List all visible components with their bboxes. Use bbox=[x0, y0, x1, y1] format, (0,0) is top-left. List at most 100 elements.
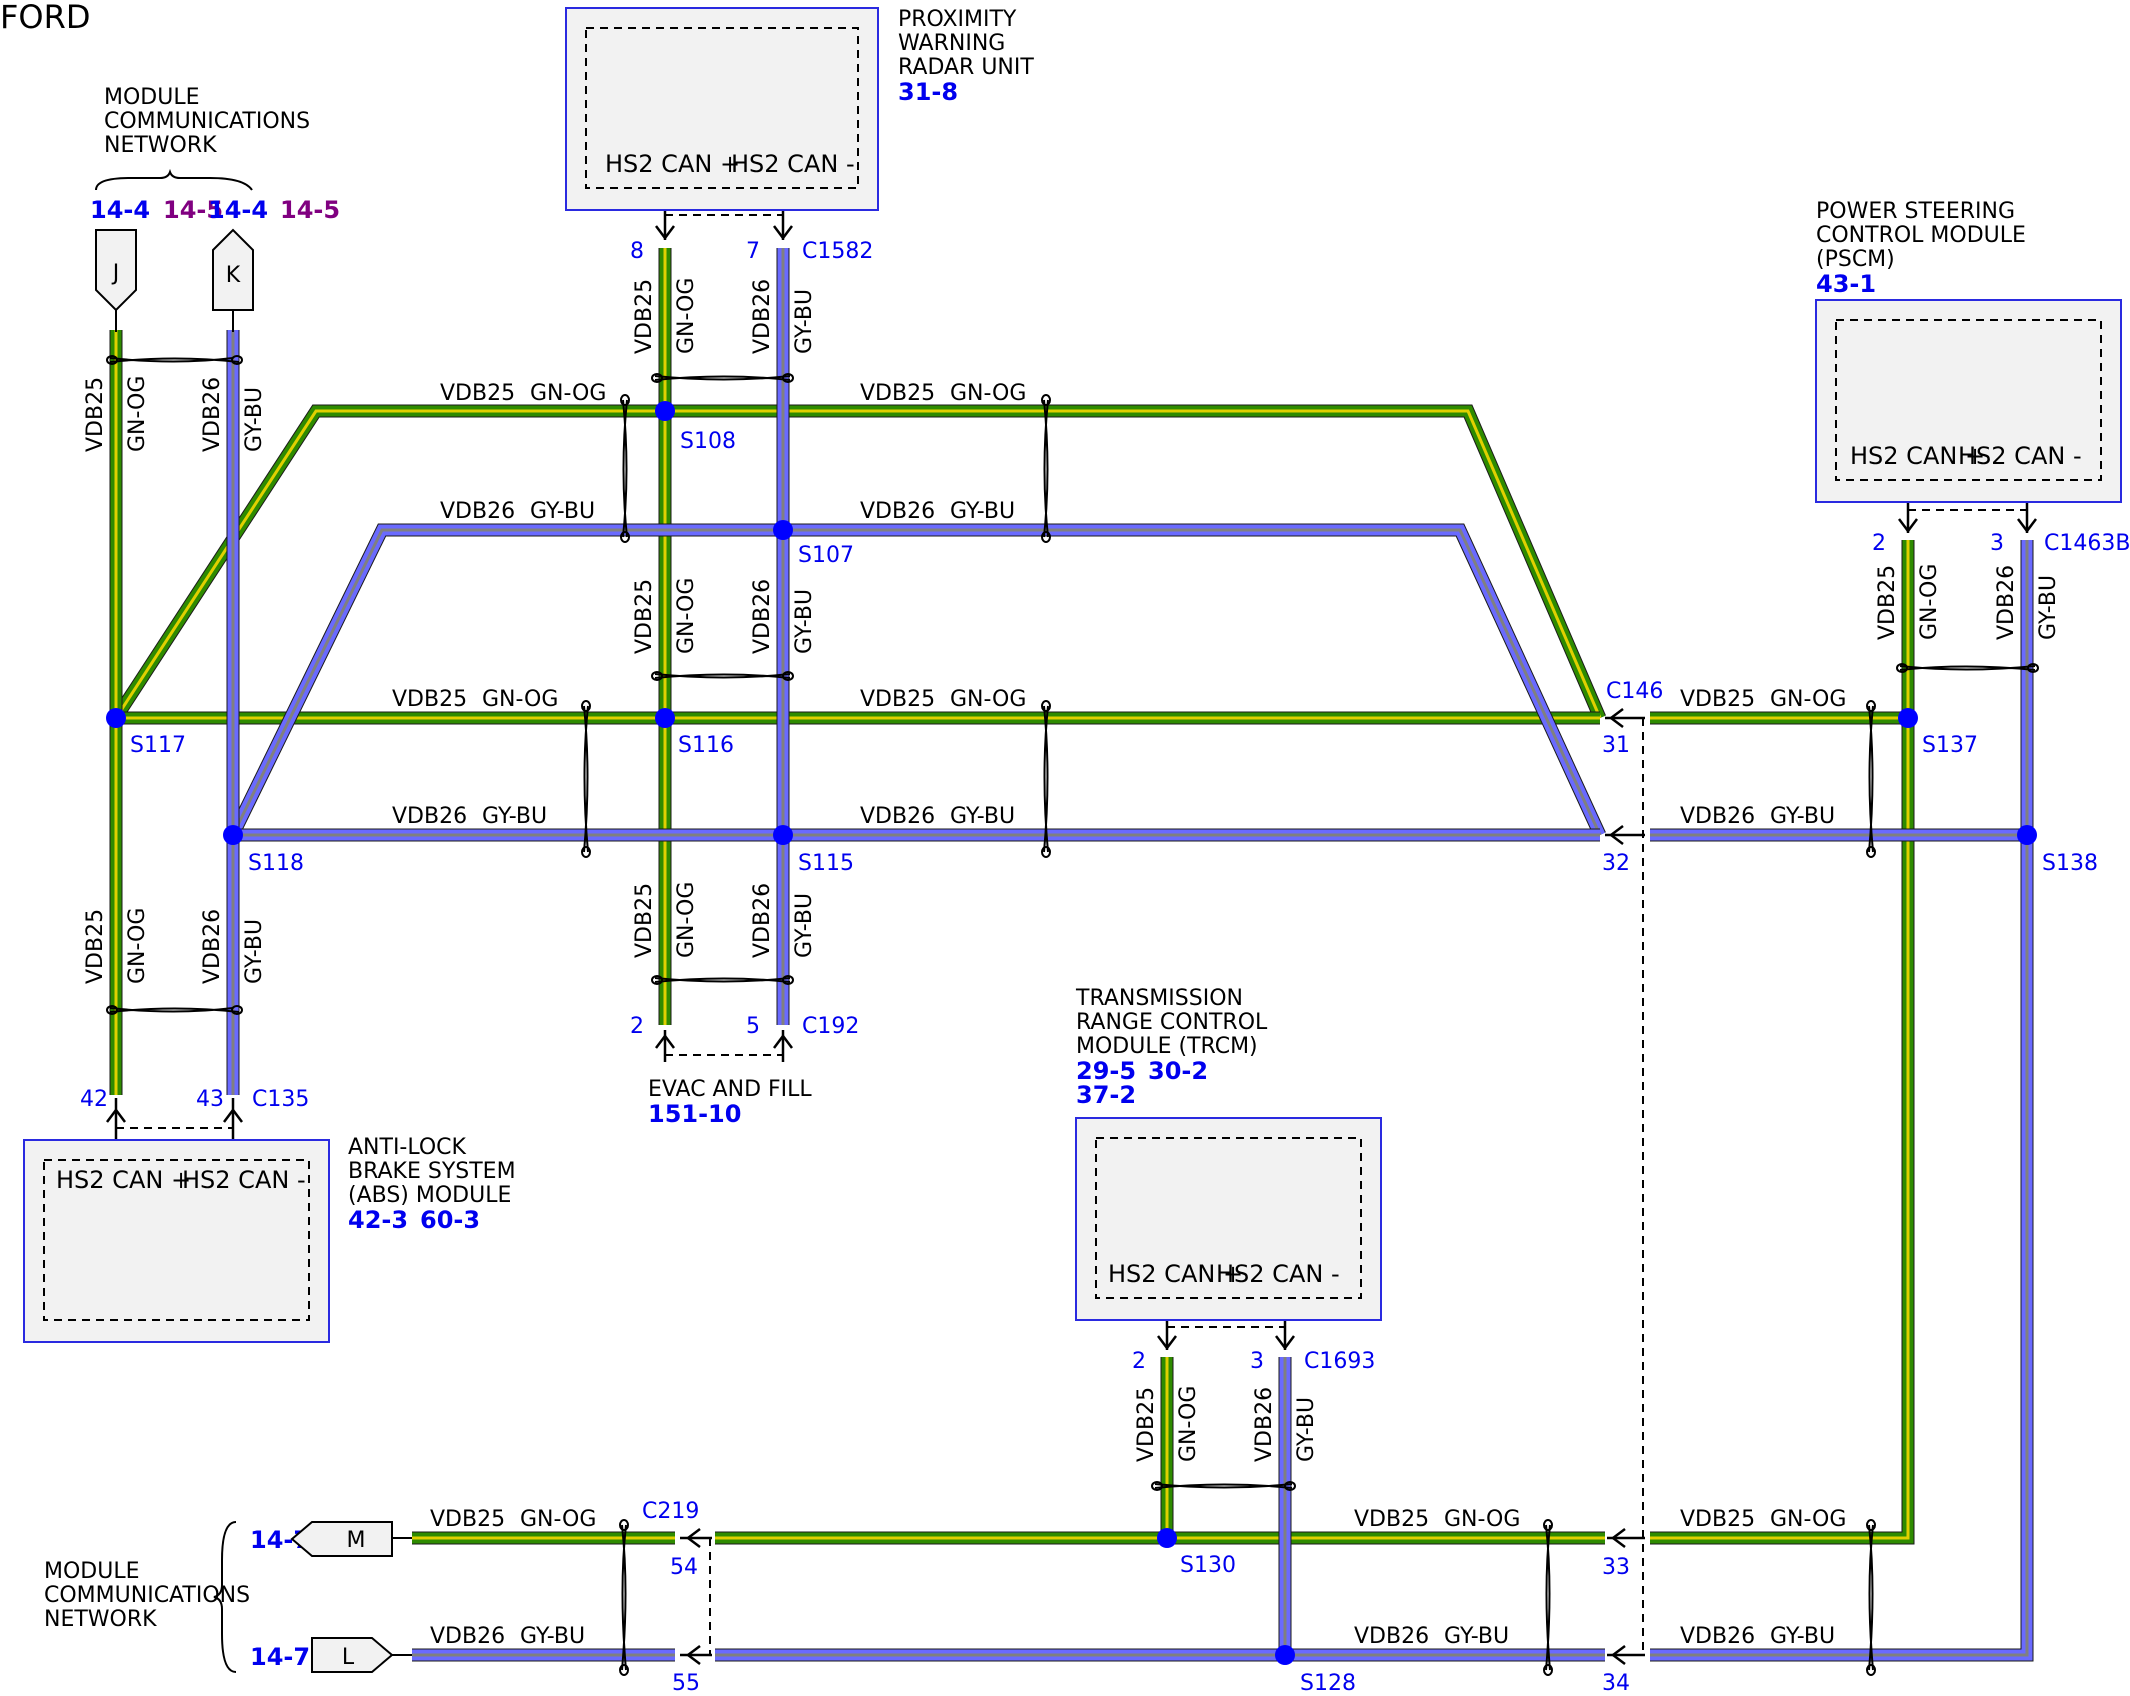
splice-s108[interactable] bbox=[655, 401, 675, 421]
splice-s107[interactable] bbox=[773, 520, 793, 540]
splices: S108 S107 S116 S115 S117 S118 S137 S138 … bbox=[106, 401, 2098, 1696]
c1693-label[interactable]: C1693 bbox=[1304, 1349, 1375, 1374]
c192-pin-2: 2 bbox=[630, 1014, 644, 1039]
abs-can-lo: HS2 CAN - bbox=[182, 1166, 306, 1194]
lbl-v12-color: GY-BU bbox=[2036, 575, 2061, 640]
trcm-ref-1[interactable]: 29-5 bbox=[1076, 1057, 1136, 1085]
connector-j[interactable]: J bbox=[95, 229, 137, 332]
lbl-h3-color: GY-BU bbox=[530, 499, 595, 524]
lbl-h8-color: GY-BU bbox=[950, 804, 1015, 829]
network-bottom-ref-2[interactable]: 14-7 bbox=[250, 1643, 310, 1671]
splice-s117[interactable] bbox=[106, 708, 126, 728]
network-top-ref-4[interactable]: 14-5 bbox=[280, 196, 340, 224]
module-abs[interactable]: HS2 CAN + HS2 CAN - bbox=[23, 1139, 330, 1343]
lbl-h4-color: GY-BU bbox=[950, 499, 1015, 524]
radar-name-3: RADAR UNIT bbox=[898, 55, 1034, 80]
abs-ref-2[interactable]: 60-3 bbox=[420, 1206, 480, 1234]
lbl-v12-name: VDB26 bbox=[1994, 565, 2019, 640]
wire-layer bbox=[109, 248, 2034, 1662]
splice-s137[interactable] bbox=[1898, 708, 1918, 728]
radar-can-lo: HS2 CAN - bbox=[731, 150, 855, 178]
lbl-h11-name: VDB25 bbox=[430, 1507, 505, 1532]
brand-label: FORD bbox=[0, 0, 90, 36]
c135-label[interactable]: C135 bbox=[252, 1087, 309, 1112]
pscm-can-hi: HS2 CAN + bbox=[1850, 442, 1985, 470]
c1463b-label[interactable]: C1463B bbox=[2044, 531, 2130, 556]
c192-label[interactable]: C192 bbox=[802, 1014, 859, 1039]
connector-m[interactable]: M bbox=[290, 1521, 412, 1557]
lbl-h13-color: GN-OG bbox=[1444, 1507, 1520, 1532]
module-pscm[interactable]: HS2 CAN + HS2 CAN - bbox=[1815, 299, 2122, 503]
splice-s116[interactable] bbox=[655, 708, 675, 728]
wire-vdb25-top-loop-layer-0 bbox=[110, 404, 1606, 722]
splice-s117-label: S117 bbox=[130, 733, 186, 758]
splice-s115[interactable] bbox=[773, 825, 793, 845]
lbl-h7-color: GY-BU bbox=[482, 804, 547, 829]
lbl-v13-name: VDB25 bbox=[1134, 1387, 1159, 1462]
splice-s128[interactable] bbox=[1275, 1645, 1295, 1665]
c146-label[interactable]: C146 bbox=[1606, 679, 1663, 704]
module-pscm-label: POWER STEERING CONTROL MODULE (PSCM) 43-… bbox=[1816, 199, 2026, 298]
trcm-name-3: MODULE (TRCM) bbox=[1076, 1034, 1258, 1059]
abs-ref-1[interactable]: 42-3 bbox=[348, 1206, 408, 1234]
wire-vdb25-pscm-vertical-layer-2 bbox=[1650, 540, 1910, 1540]
splice-s130[interactable] bbox=[1157, 1528, 1177, 1548]
c1582-label[interactable]: C1582 bbox=[802, 239, 873, 264]
splice-s115-label: S115 bbox=[798, 851, 854, 876]
trcm-ref-2[interactable]: 30-2 bbox=[1148, 1057, 1208, 1085]
lbl-v11-name: VDB25 bbox=[1875, 565, 1900, 640]
lbl-v8-name: VDB26 bbox=[750, 579, 775, 654]
lbl-h15-color: GN-OG bbox=[1770, 1507, 1846, 1532]
module-trcm[interactable]: HS2 CAN + HS2 CAN - bbox=[1075, 1117, 1382, 1321]
lbl-v3-color: GN-OG bbox=[125, 908, 150, 984]
c1693-pin-2: 2 bbox=[1132, 1349, 1146, 1374]
lbl-h13-name: VDB25 bbox=[1354, 1507, 1429, 1532]
connector-k[interactable]: K bbox=[212, 228, 254, 332]
lbl-h8-name: VDB26 bbox=[860, 804, 935, 829]
lbl-v8-color: GY-BU bbox=[792, 589, 817, 654]
lbl-h14-name: VDB26 bbox=[1354, 1624, 1429, 1649]
network-top: MODULE COMMUNICATIONS NETWORK 14-4 14-5 … bbox=[90, 85, 340, 332]
abs-can-hi: HS2 CAN + bbox=[56, 1166, 191, 1194]
c1463b-pin-2: 2 bbox=[1872, 531, 1886, 556]
lbl-v14-color: GY-BU bbox=[1294, 1397, 1319, 1462]
lbl-h9-name: VDB25 bbox=[1680, 687, 1755, 712]
radar-can-hi: HS2 CAN + bbox=[605, 150, 740, 178]
network-top-brace bbox=[95, 168, 253, 191]
pscm-name-1: POWER STEERING bbox=[1816, 199, 2015, 224]
network-top-ref-2[interactable]: 14-5 bbox=[163, 196, 223, 224]
lbl-v5-name: VDB25 bbox=[632, 279, 657, 354]
connector-l[interactable]: L bbox=[311, 1637, 412, 1673]
wire-vdb26-pscm-vertical-layer-2 bbox=[1650, 540, 2029, 1657]
pscm-name-3: (PSCM) bbox=[1816, 247, 1895, 272]
vdb25-wires bbox=[109, 248, 1915, 1545]
trcm-name-1: TRANSMISSION bbox=[1075, 986, 1243, 1011]
c146-pin-31: 31 bbox=[1602, 733, 1630, 758]
splice-s118[interactable] bbox=[223, 825, 243, 845]
radar-ref[interactable]: 31-8 bbox=[898, 78, 958, 106]
c219-pin-55: 55 bbox=[672, 1671, 700, 1691]
lbl-h7-name: VDB26 bbox=[392, 804, 467, 829]
lbl-v2-name: VDB26 bbox=[200, 377, 225, 452]
lbl-v10-name: VDB26 bbox=[750, 883, 775, 958]
lbl-v2-color: GY-BU bbox=[242, 387, 267, 452]
lbl-h1-color: GN-OG bbox=[530, 381, 606, 406]
radar-name-2: WARNING bbox=[898, 31, 1005, 56]
module-radar[interactable]: HS2 CAN + HS2 CAN - bbox=[565, 7, 879, 211]
pscm-can-lo: HS2 CAN - bbox=[1958, 442, 2082, 470]
c1463b-pin-3: 3 bbox=[1990, 531, 2004, 556]
c219-label[interactable]: C219 bbox=[642, 1499, 699, 1524]
wire-vdb26-top-loop-layer-0 bbox=[227, 523, 1606, 838]
network-top-ref-3[interactable]: 14-4 bbox=[208, 196, 268, 224]
splice-s138[interactable] bbox=[2017, 825, 2037, 845]
pscm-ref[interactable]: 43-1 bbox=[1816, 270, 1876, 298]
splice-s130-label: S130 bbox=[1180, 1553, 1236, 1578]
lbl-h6-color: GN-OG bbox=[950, 687, 1026, 712]
lbl-v1-name: VDB25 bbox=[83, 377, 108, 452]
network-top-ref-1[interactable]: 14-4 bbox=[90, 196, 150, 224]
pscm-name-2: CONTROL MODULE bbox=[1816, 223, 2026, 248]
c1693-pin-3: 3 bbox=[1250, 1349, 1264, 1374]
evac-ref[interactable]: 151-10 bbox=[648, 1100, 741, 1128]
trcm-ref-3[interactable]: 37-2 bbox=[1076, 1081, 1136, 1109]
